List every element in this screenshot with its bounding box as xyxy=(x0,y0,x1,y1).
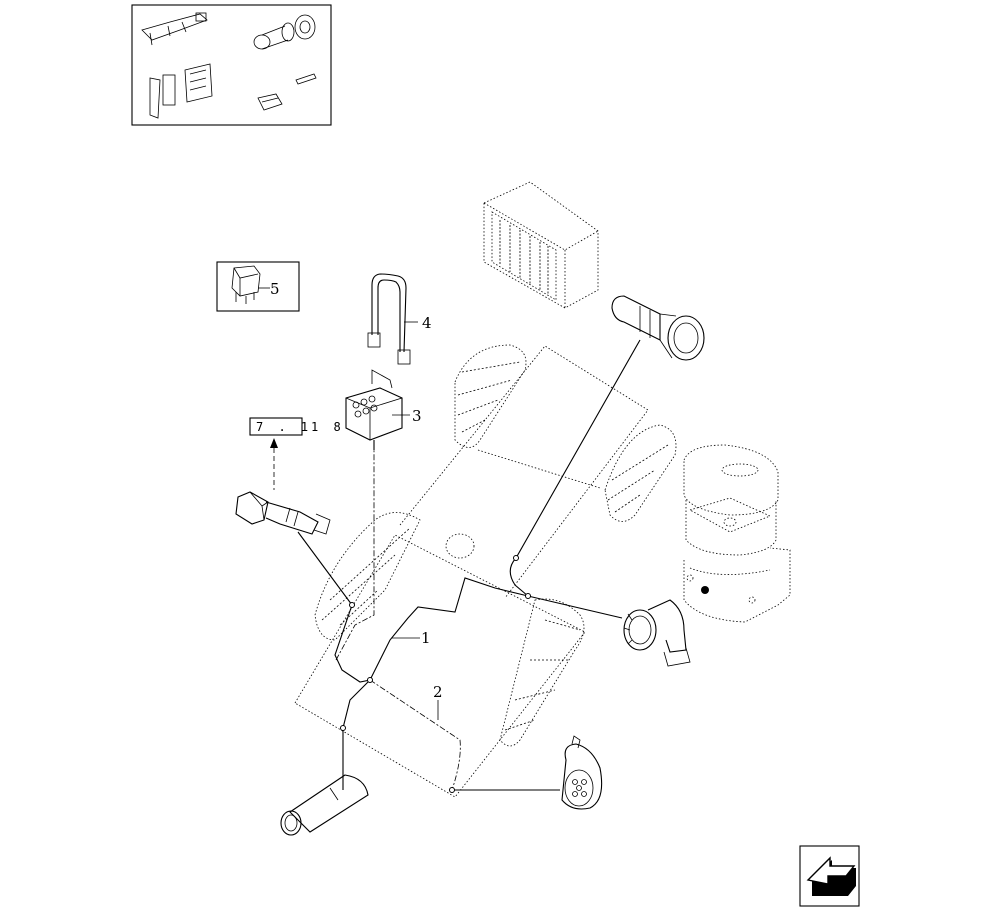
legend-block-icon xyxy=(257,93,283,111)
callout-1: 1 xyxy=(421,629,431,647)
legend-pin-icon xyxy=(295,73,317,85)
legend-bracket-connector-icon xyxy=(149,63,213,119)
callout-4: 4 xyxy=(422,314,432,332)
multipin-connector-component xyxy=(345,369,410,441)
callout-2: 2 xyxy=(433,683,443,701)
harness-floor-outline xyxy=(294,345,649,798)
reference-page: 1 8 xyxy=(311,420,345,434)
u-link-component xyxy=(367,273,418,365)
legend-connector-icon xyxy=(141,12,208,46)
connector-legend-box xyxy=(131,4,332,126)
module-stack xyxy=(683,444,791,623)
back-arrow-icon[interactable] xyxy=(799,845,860,907)
callout-5: 5 xyxy=(270,280,280,298)
sleeve-connector xyxy=(280,774,369,836)
legend-round-connector-icon xyxy=(253,14,316,50)
plug-connector xyxy=(235,491,331,535)
seven-pin-socket xyxy=(561,735,603,810)
relay-component xyxy=(216,261,300,312)
crosshatch-panels xyxy=(314,344,677,747)
round-socket-connector xyxy=(611,295,705,361)
wiring-lines xyxy=(297,339,641,793)
callout-3: 3 xyxy=(412,407,422,425)
reference-box xyxy=(249,417,303,490)
elbow-connector xyxy=(623,599,691,667)
control-unit xyxy=(483,181,599,309)
reference-section: 7 . 1 xyxy=(256,420,312,434)
